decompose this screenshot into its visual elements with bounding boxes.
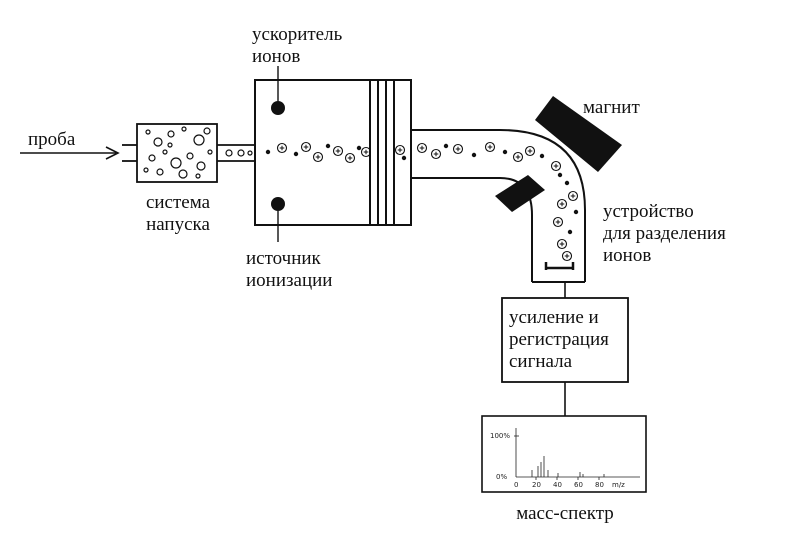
neutral-molecule [265, 149, 271, 155]
detector-label-line2: регистрация [509, 329, 609, 350]
neutral-molecule [356, 145, 362, 151]
neutral-molecule [539, 153, 545, 159]
spectrum-x-unit: m/z [612, 481, 625, 489]
gas-molecule [181, 126, 187, 132]
flight-tube [411, 129, 586, 283]
ion-source-label-line1: источник [246, 248, 321, 269]
neutral-molecule [502, 149, 508, 155]
gas-molecule [203, 127, 211, 135]
ionization-chamber [254, 79, 412, 226]
gas-molecule [193, 134, 205, 146]
neutral-molecule [471, 152, 477, 158]
gas-molecule [186, 152, 194, 160]
accelerator-label-line1: ускоритель [252, 24, 343, 45]
magnet-pole-lower [495, 175, 545, 212]
gas-molecule [247, 150, 253, 156]
ion [550, 160, 562, 172]
ion [556, 238, 568, 250]
separator-label-line2: для разделения [603, 223, 726, 244]
spectrum-x-tick: 80 [595, 481, 604, 489]
inlet-label-line1: система [145, 192, 211, 213]
ion-stream [265, 141, 579, 262]
gas-molecule [162, 149, 168, 155]
neutral-molecule [401, 155, 407, 161]
separator-label-line1: устройство [603, 201, 694, 222]
gas-molecule [196, 161, 206, 171]
gas-molecule [167, 142, 173, 148]
neutral-molecule [573, 209, 579, 215]
spectrum-y-bottom: 0% [496, 473, 508, 481]
detector-label-line1: усиление и [509, 307, 599, 328]
gas-molecule [195, 173, 201, 179]
neutral-molecule [293, 151, 299, 157]
ion [360, 146, 372, 158]
spectrum-x-tick: 0 [514, 481, 519, 489]
gas-molecule [167, 130, 175, 138]
spectrum-label: масс-спектр [516, 503, 614, 524]
ion [430, 148, 442, 160]
magnet-label: магнит [583, 97, 640, 118]
ion [567, 190, 579, 202]
neutral-molecule [443, 143, 449, 149]
ion [332, 145, 344, 157]
inlet-bubbles [143, 126, 253, 179]
ion [552, 216, 564, 228]
magnet-pole-upper [535, 96, 622, 172]
ion [452, 143, 464, 155]
ion [561, 250, 573, 262]
accelerator-electrode [271, 101, 285, 115]
spectrum-y-top: 100% [490, 432, 511, 440]
accelerator-label-line2: ионов [252, 46, 301, 67]
ion-source-label-line2: ионизации [246, 270, 333, 291]
ion [416, 142, 428, 154]
ion [344, 152, 356, 164]
neutral-molecule [564, 180, 570, 186]
spectrum-plot [514, 428, 640, 480]
ion [300, 141, 312, 153]
probe-label: проба [28, 129, 76, 150]
ionization-electrode [271, 197, 285, 211]
inlet-system [122, 123, 255, 183]
neutral-molecule [567, 229, 573, 235]
separator-label-line3: ионов [603, 245, 652, 266]
ion [484, 141, 496, 153]
spectrum-box [481, 415, 647, 493]
gas-molecule [148, 154, 156, 162]
spectrum-x-tick: 20 [532, 481, 541, 489]
gas-molecule [170, 157, 182, 169]
gas-molecule [178, 169, 188, 179]
ion [312, 151, 324, 163]
gas-molecule [145, 129, 151, 135]
ion [276, 142, 288, 154]
neutral-molecule [325, 143, 331, 149]
ion [512, 151, 524, 163]
spectrum-x-tick: 60 [574, 481, 583, 489]
ion [394, 144, 406, 156]
gas-molecule [225, 149, 233, 157]
neutral-molecule [557, 172, 563, 178]
ion [524, 145, 536, 157]
ion-collector [544, 262, 575, 270]
gas-molecule [237, 149, 245, 157]
gas-molecule [156, 168, 164, 176]
detector-label-line3: сигнала [509, 351, 573, 372]
spectrum-x-tick: 40 [553, 481, 562, 489]
ion [556, 198, 568, 210]
gas-molecule [207, 149, 213, 155]
gas-molecule [143, 167, 149, 173]
inlet-label-line2: напуска [146, 214, 210, 235]
gas-molecule [153, 137, 163, 147]
probe-arrow [20, 146, 120, 160]
